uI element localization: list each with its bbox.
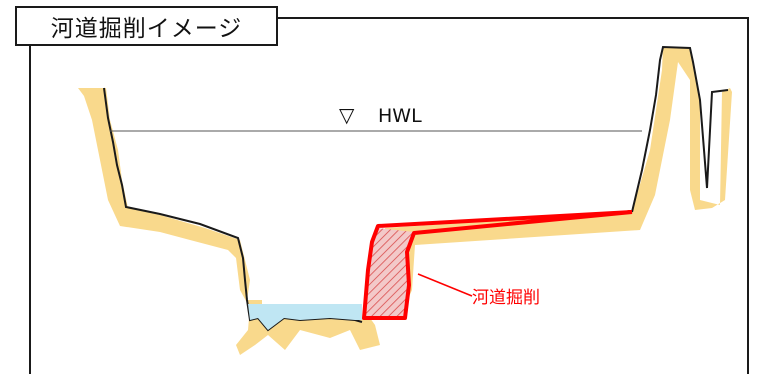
excavation-outline <box>362 210 633 320</box>
bank-outline <box>103 87 363 332</box>
excavation-leader-line <box>417 273 473 297</box>
bank-outline-right <box>631 45 729 213</box>
excavation-area <box>364 228 414 318</box>
excavation-label: 河道掘削 <box>472 288 540 308</box>
hwl-label: HWL <box>378 105 422 127</box>
hwl-symbol: ▽ <box>339 103 355 127</box>
frame-border <box>278 17 749 374</box>
diagram-title: 河道掘削イメージ <box>15 6 278 46</box>
river-water <box>248 304 362 330</box>
